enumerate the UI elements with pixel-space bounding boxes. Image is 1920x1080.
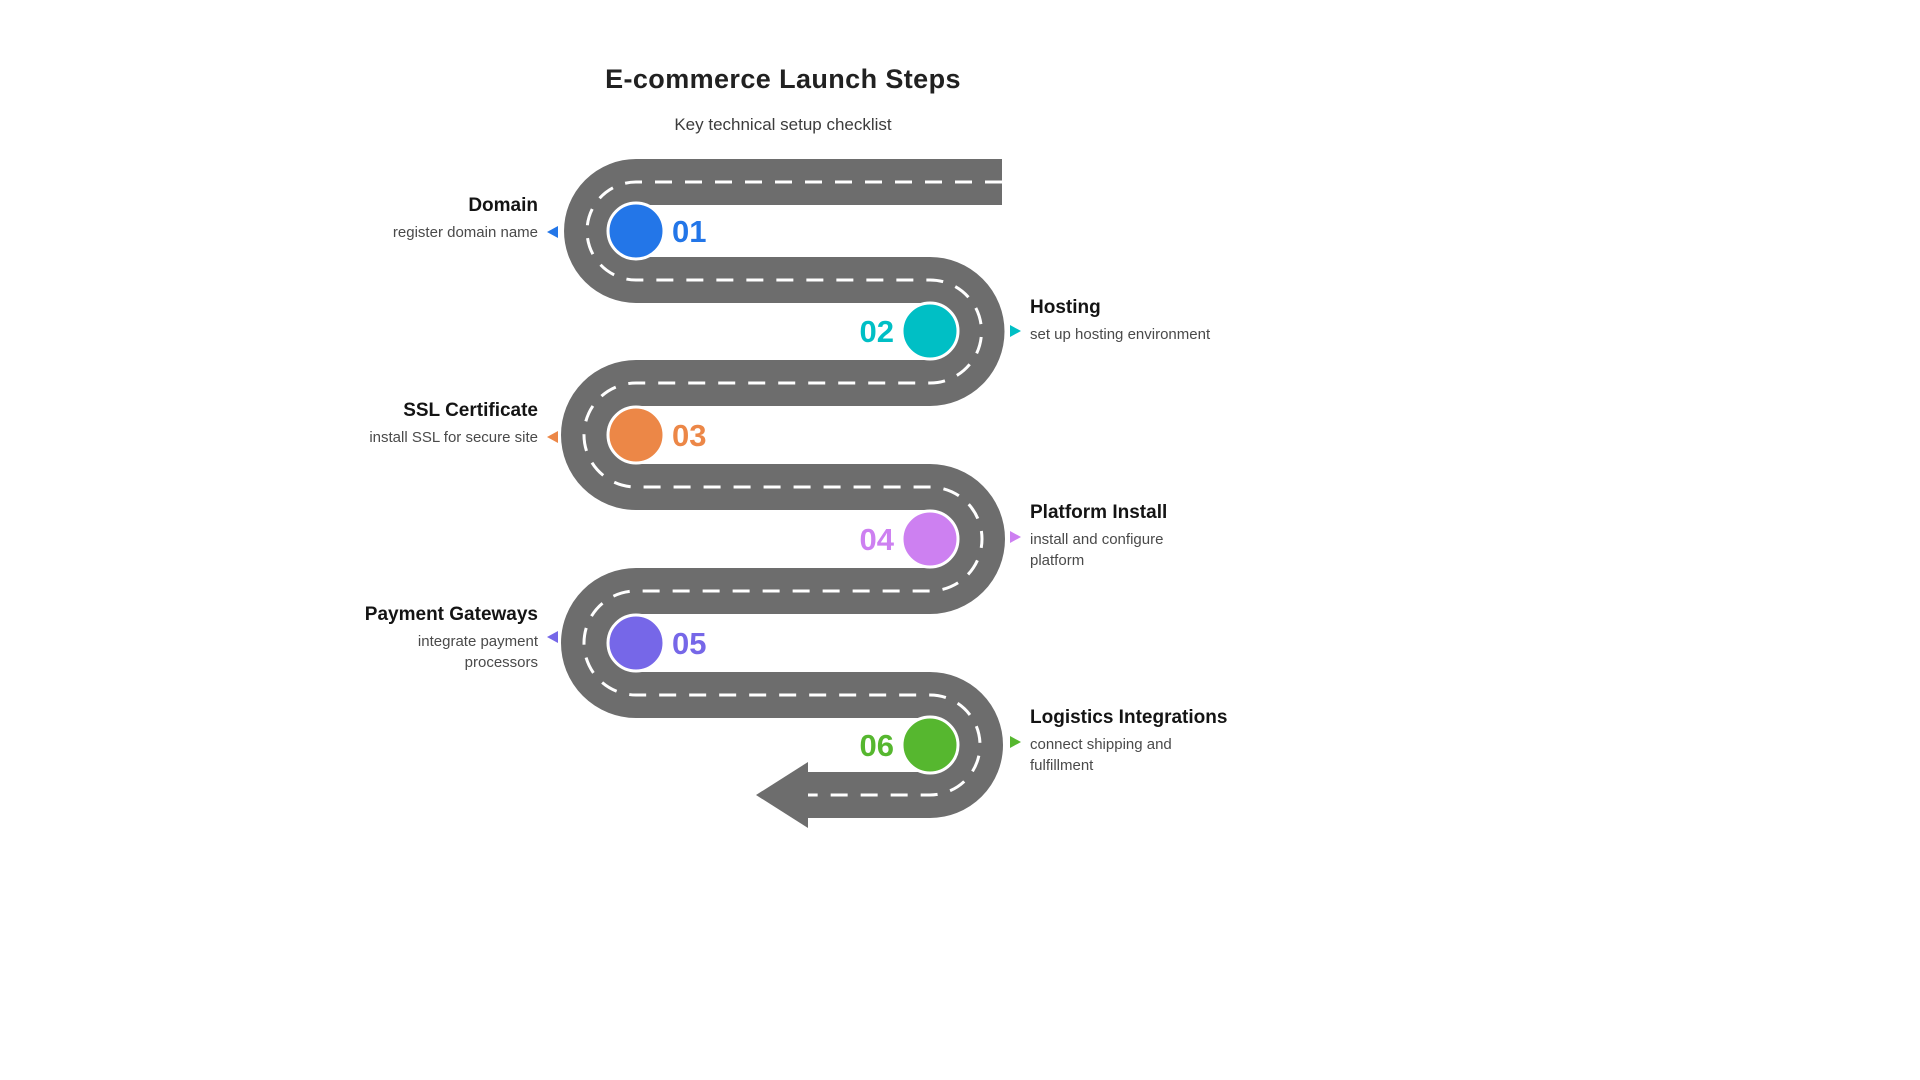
step-05-number: 05 [672,626,706,661]
step-04-circle [900,509,960,569]
step-05-circle [606,613,666,673]
step-desc: integrate payment processors [417,633,538,671]
step-06-circle [900,715,960,775]
step-label-logistics-integrations: Logistics Integrations connect shipping … [1030,705,1227,776]
step-04-pointer-icon [1010,531,1021,543]
step-02-circle [900,301,960,361]
step-title: Logistics Integrations [1030,707,1228,728]
step-01-pointer-icon [547,226,558,238]
step-label-domain: Domain register domain name [393,193,538,243]
road-centerline [582,180,1002,797]
step-06-number: 06 [860,728,894,763]
step-label-ssl-certificate: SSL Certificate install SSL for secure s… [369,398,538,448]
step-title: Platform Install [1030,502,1168,523]
road-arrowhead-icon [756,762,808,828]
page-subtitle: Key technical setup checklist [674,115,892,134]
step-03-pointer-icon [547,431,558,443]
step-desc: connect shipping and fulfillment [1030,736,1172,774]
step-title: Domain [468,195,538,216]
step-title: Hosting [1030,297,1101,318]
step-01-number: 01 [672,214,706,249]
step-02-number: 02 [860,314,894,349]
step-desc: install SSL for secure site [369,429,538,446]
step-06-pointer-icon [1010,736,1021,748]
step-label-payment-gateways: Payment Gateways integrate payment proce… [365,602,538,673]
page-title: E-commerce Launch Steps [605,64,961,94]
step-desc: set up hosting environment [1030,326,1211,343]
step-01-circle [606,201,666,261]
step-desc: register domain name [392,224,538,241]
step-02-pointer-icon [1010,325,1021,337]
step-03-circle [606,405,666,465]
step-label-platform-install: Platform Install install and configure p… [1030,500,1190,571]
step-title: Payment Gateways [364,604,538,625]
step-04-number: 04 [860,522,895,557]
step-label-hosting: Hosting set up hosting environment [1030,295,1210,345]
step-desc: install and configure platform [1030,531,1164,569]
step-03-number: 03 [672,418,706,453]
step-05-pointer-icon [547,631,558,643]
step-title: SSL Certificate [403,400,538,421]
